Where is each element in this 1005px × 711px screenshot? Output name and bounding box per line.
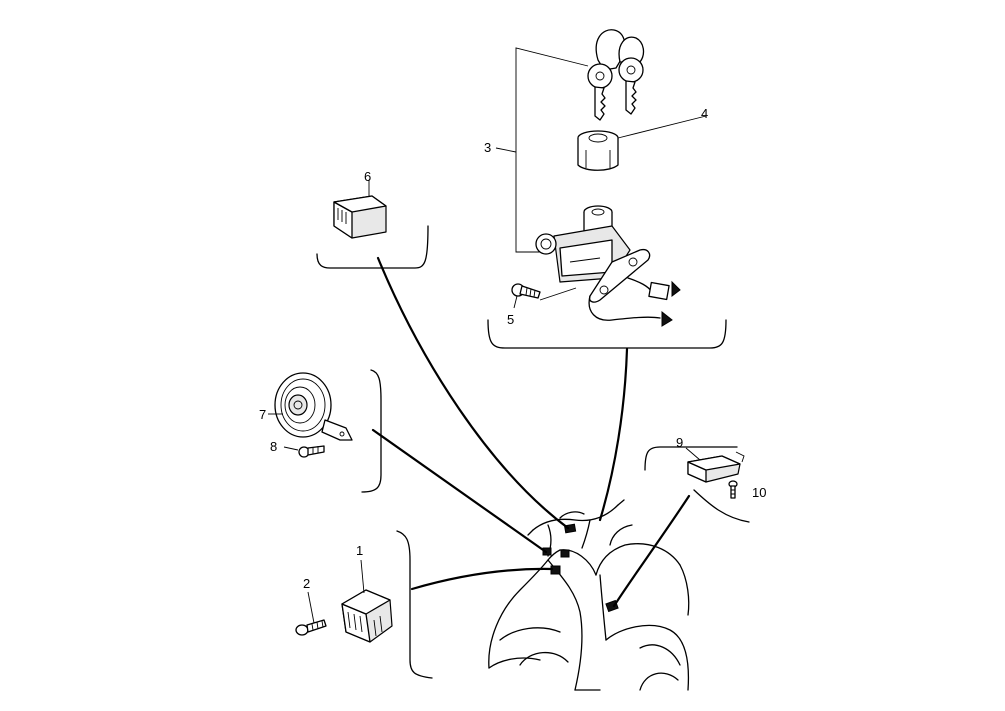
callout-labels: 1 2 3 4 5 6 7 8 9 10: [259, 106, 766, 591]
lock-cylinder: [577, 115, 707, 171]
callout-10: 10: [752, 485, 766, 500]
relay-6: [333, 180, 387, 239]
callout-7: 7: [259, 407, 266, 422]
ignition-key-set: [495, 29, 707, 327]
leader-lines: [371, 256, 691, 608]
callout-9: 9: [676, 435, 683, 450]
key-icon: [587, 29, 626, 121]
callout-8: 8: [270, 439, 277, 454]
callout-5: 5: [507, 312, 514, 327]
callout-4: 4: [701, 106, 708, 121]
group-brackets: [316, 225, 750, 679]
bolt-icon: [511, 283, 541, 309]
callout-3: 3: [484, 140, 491, 155]
callout-6: 6: [364, 169, 371, 184]
horn: [268, 372, 353, 441]
screw-icon: [728, 480, 738, 499]
ignition-switch: [535, 205, 681, 327]
bolt-icon: [295, 591, 327, 636]
key-icon: [618, 36, 645, 115]
relay-9: [685, 447, 745, 483]
callout-1: 1: [356, 543, 363, 558]
relay-1: [341, 559, 393, 643]
screw-icon: [283, 445, 325, 458]
callout-2: 2: [303, 576, 310, 591]
scooter-outline: [488, 499, 690, 691]
